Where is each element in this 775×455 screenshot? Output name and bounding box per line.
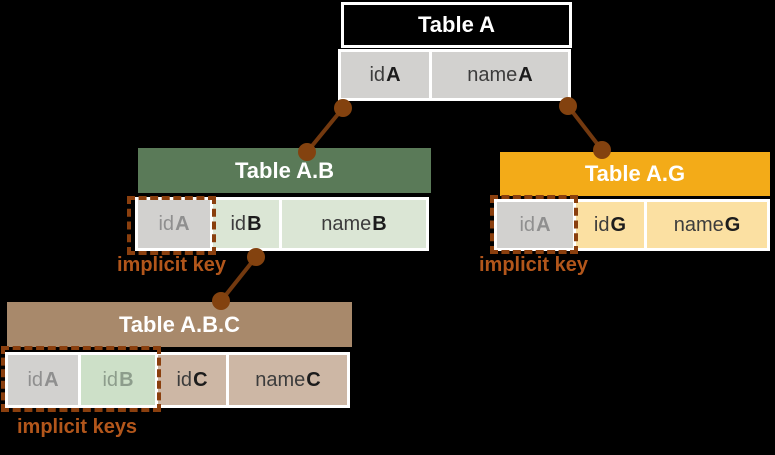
implicit-keys-outline-abc — [1, 346, 161, 412]
column-name-prefix: id — [593, 213, 610, 236]
column-name-prefix: name — [673, 213, 724, 236]
table-abc-header: Table A.B.C — [7, 302, 352, 347]
column-name-prefix: name — [467, 63, 518, 86]
implicit-key-label-ag: implicit key — [479, 254, 588, 276]
column-name-suffix: A — [536, 213, 551, 236]
column-name-prefix: id — [102, 368, 119, 391]
column-name-suffix: A — [386, 63, 401, 86]
implicit-keys-label-abc: implicit keys — [17, 416, 138, 438]
connector-endpoint-dot — [334, 99, 352, 117]
implicit-key-outline-ab — [127, 196, 216, 255]
column-name-prefix: name — [321, 212, 372, 235]
column-name-prefix: id — [369, 63, 386, 86]
column-name-suffix: C — [193, 368, 208, 391]
column-name-suffix: A — [518, 63, 533, 86]
column-name-suffix: G — [610, 213, 627, 236]
column-name-prefix: id — [27, 368, 44, 391]
column-name-suffix: B — [372, 212, 387, 235]
connector-a-to-ag — [559, 97, 611, 159]
implicit-key-label-ab: implicit key — [117, 254, 226, 276]
column-name-suffix: B — [119, 368, 134, 391]
column-name-prefix: id — [230, 212, 247, 235]
column-name-prefix: id — [176, 368, 193, 391]
column-name-suffix: C — [306, 368, 321, 391]
column-name-suffix: B — [247, 212, 262, 235]
column-name-suffix: A — [44, 368, 59, 391]
column-name-suffix: G — [724, 213, 741, 236]
column-name-prefix: id — [519, 213, 536, 236]
column-name-prefix: name — [255, 368, 306, 391]
table-ag-header: Table A.G — [500, 152, 770, 196]
implicit-key-outline-ag — [490, 195, 578, 254]
column-name-prefix: id — [158, 212, 175, 235]
table-a-header: Table A — [341, 2, 572, 48]
table-ab-header: Table A.B — [138, 148, 431, 193]
column-name-suffix: A — [175, 212, 190, 235]
